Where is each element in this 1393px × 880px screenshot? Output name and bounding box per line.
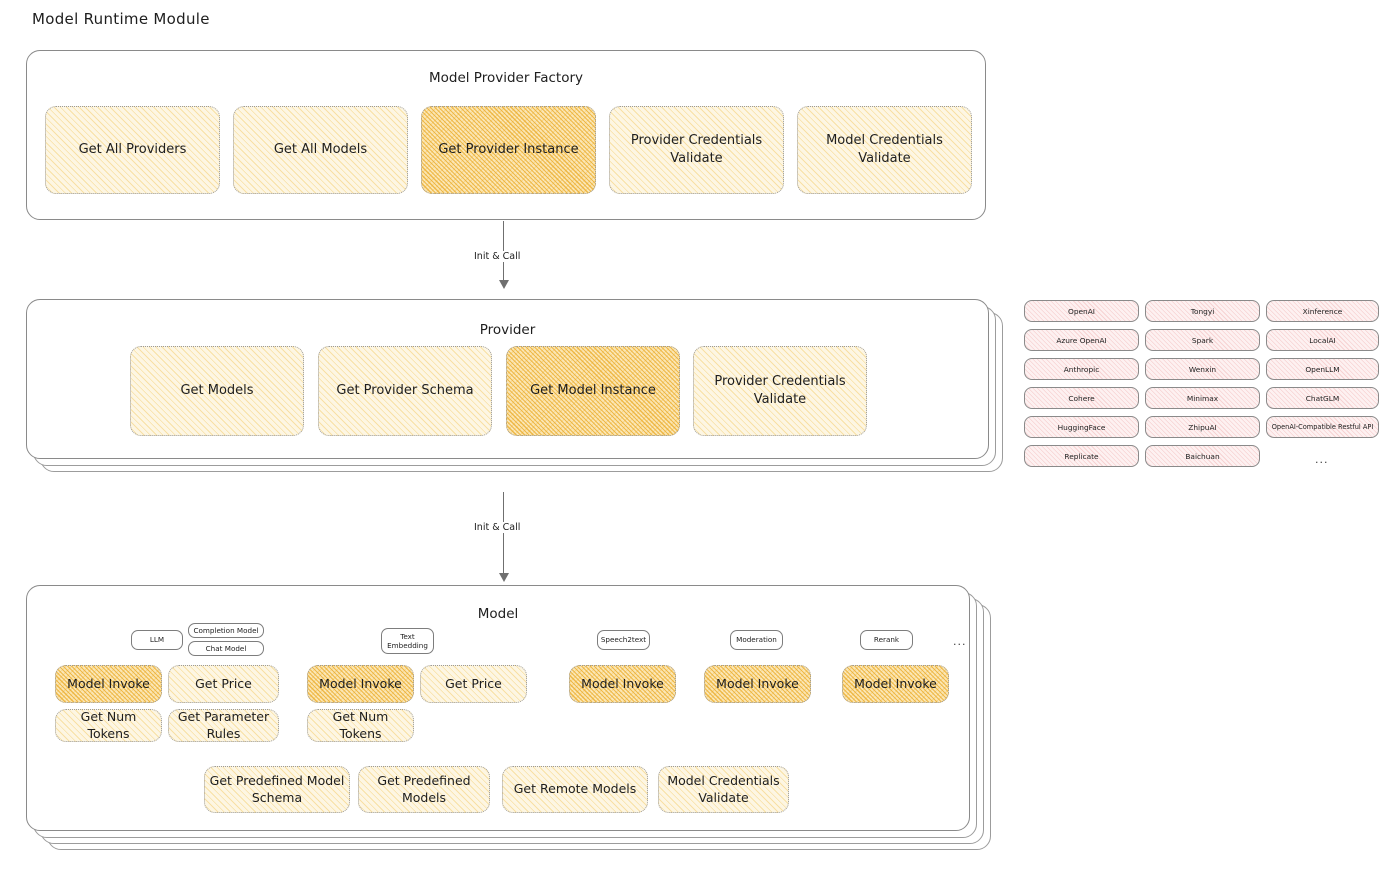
provider-container: Provider Get Models Get Provider Schema … — [26, 299, 989, 459]
provider-pill-localai[interactable]: LocalAI — [1266, 329, 1379, 351]
arrow-factory-to-provider: Init & Call — [470, 221, 525, 291]
arrow-line — [503, 492, 505, 575]
provider-title: Provider — [479, 322, 536, 338]
model-shared-method-get-remote-models[interactable]: Get Remote Models — [502, 766, 648, 813]
llm-method-get-parameter-rules[interactable]: Get Parameter Rules — [168, 709, 279, 742]
model-shared-method-get-predefined-model-schema[interactable]: Get Predefined Model Schema — [204, 766, 350, 813]
factory-method-model-credentials-validate[interactable]: Model Credentials Validate — [797, 106, 972, 194]
provider-method-get-model-instance[interactable]: Get Model Instance — [506, 346, 680, 436]
factory-method-get-all-providers[interactable]: Get All Providers — [45, 106, 220, 194]
provider-pill-wenxin[interactable]: Wenxin — [1145, 358, 1260, 380]
provider-method-get-models[interactable]: Get Models — [130, 346, 304, 436]
text-embedding-method-get-price[interactable]: Get Price — [420, 665, 527, 703]
provider-pill-replicate[interactable]: Replicate — [1024, 445, 1139, 467]
provider-pill-cohere[interactable]: Cohere — [1024, 387, 1139, 409]
page-title: Model Runtime Module — [32, 10, 210, 28]
model-shared-method-model-credentials-validate[interactable]: Model Credentials Validate — [658, 766, 789, 813]
model-provider-factory-container: Model Provider Factory Get All Providers… — [26, 50, 986, 220]
provider-pill-azure-openai[interactable]: Azure OpenAI — [1024, 329, 1139, 351]
provider-pill-zhipuai[interactable]: ZhipuAI — [1145, 416, 1260, 438]
moderation-method-model-invoke[interactable]: Model Invoke — [704, 665, 811, 703]
provider-method-provider-credentials-validate[interactable]: Provider Credentials Validate — [693, 346, 867, 436]
rerank-method-model-invoke[interactable]: Model Invoke — [842, 665, 949, 703]
model-provider-factory-title: Model Provider Factory — [428, 70, 583, 86]
text-embedding-method-get-num-tokens[interactable]: Get Num Tokens — [307, 709, 414, 742]
factory-method-get-all-models[interactable]: Get All Models — [233, 106, 408, 194]
model-container: Model LLM Completion Model Chat Model Mo… — [26, 585, 970, 831]
factory-method-get-provider-instance[interactable]: Get Provider Instance — [421, 106, 596, 194]
capability-badge-text-embedding[interactable]: Text Embedding — [381, 628, 434, 654]
capability-subbadge-chat-model[interactable]: Chat Model — [188, 641, 264, 656]
llm-method-get-price[interactable]: Get Price — [168, 665, 279, 703]
capability-badge-llm[interactable]: LLM — [131, 630, 183, 650]
model-title: Model — [477, 606, 519, 622]
provider-pill-tongyi[interactable]: Tongyi — [1145, 300, 1260, 322]
provider-method-get-provider-schema[interactable]: Get Provider Schema — [318, 346, 492, 436]
arrow-label-init-and-call: Init & Call — [470, 251, 525, 262]
provider-list: OpenAI Azure OpenAI Anthropic Cohere Hug… — [1024, 300, 1379, 475]
capability-subbadge-completion-model[interactable]: Completion Model — [188, 623, 264, 638]
factory-method-provider-credentials-validate[interactable]: Provider Credentials Validate — [609, 106, 784, 194]
provider-pill-chatglm[interactable]: ChatGLM — [1266, 387, 1379, 409]
provider-pill-openllm[interactable]: OpenLLM — [1266, 358, 1379, 380]
provider-pill-xinference[interactable]: Xinference — [1266, 300, 1379, 322]
llm-method-get-num-tokens[interactable]: Get Num Tokens — [55, 709, 162, 742]
arrow-head-icon — [498, 573, 509, 582]
provider-pill-minimax[interactable]: Minimax — [1145, 387, 1260, 409]
capability-badge-speech2text[interactable]: Speech2text — [597, 630, 650, 650]
provider-pill-openai-compatible-restful-api[interactable]: OpenAI-Compatible Restful API — [1266, 416, 1379, 438]
speech2text-method-model-invoke[interactable]: Model Invoke — [569, 665, 676, 703]
text-embedding-method-model-invoke[interactable]: Model Invoke — [307, 665, 414, 703]
provider-list-ellipsis: ... — [1315, 453, 1329, 466]
arrow-provider-to-model: Init & Call — [470, 492, 525, 584]
model-capabilities-ellipsis: ... — [953, 635, 967, 648]
arrow-label-init-and-call: Init & Call — [470, 522, 525, 533]
provider-pill-anthropic[interactable]: Anthropic — [1024, 358, 1139, 380]
provider-pill-spark[interactable]: Spark — [1145, 329, 1260, 351]
provider-pill-openai[interactable]: OpenAI — [1024, 300, 1139, 322]
llm-method-model-invoke[interactable]: Model Invoke — [55, 665, 162, 703]
arrow-head-icon — [498, 280, 509, 289]
capability-badge-rerank[interactable]: Rerank — [860, 630, 913, 650]
model-shared-method-get-predefined-models[interactable]: Get Predefined Models — [358, 766, 490, 813]
capability-badge-moderation[interactable]: Moderation — [730, 630, 783, 650]
provider-pill-baichuan[interactable]: Baichuan — [1145, 445, 1260, 467]
provider-pill-huggingface[interactable]: HuggingFace — [1024, 416, 1139, 438]
